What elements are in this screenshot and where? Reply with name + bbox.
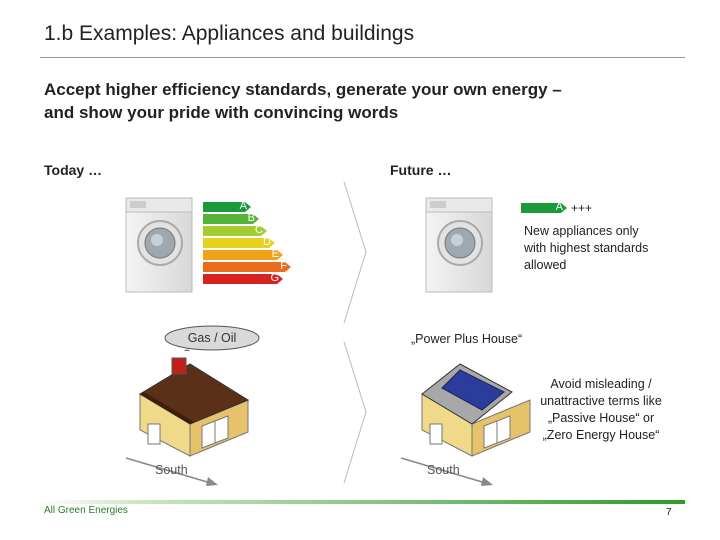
footer-divider (40, 500, 685, 504)
new-appliances-line-1: New appliances only (524, 224, 639, 238)
energy-plus-label: +++ (571, 201, 593, 215)
south-label-right: South (427, 463, 460, 477)
house-solar-roof-icon (421, 363, 531, 457)
avoid-line-1: Avoid misleading / (550, 377, 652, 391)
avoid-line-4: „Zero Energy House“ (542, 428, 660, 442)
subtitle-line-2: and show your pride with convincing word… (44, 103, 399, 122)
new-appliances-text: New appliances only with highest standar… (524, 223, 684, 274)
gas-oil-label: Gas / Oil (187, 331, 237, 345)
energy-bar-f: F (203, 262, 291, 272)
page-title: 1.b Examples: Appliances and buildings (44, 22, 415, 45)
south-arrow-left-icon (125, 457, 218, 486)
avoid-line-3: „Passive House“ or (547, 411, 655, 425)
separator-chevron-bottom (343, 341, 367, 484)
subtitle-line-1: Accept higher efficiency standards, gene… (44, 80, 562, 99)
south-label-left: South (155, 463, 188, 477)
separator-chevron-top (343, 181, 367, 324)
title-divider (40, 57, 685, 58)
energy-bar-future-a: A (521, 203, 567, 213)
energy-bar-b: B (203, 214, 259, 224)
washing-machine-icon (125, 197, 193, 293)
house-brown-roof-icon (139, 357, 250, 457)
smoke-cloud-icon (164, 325, 260, 351)
energy-label: A B C D E F G (203, 202, 293, 292)
power-plus-house-label: „Power Plus House“ (411, 332, 523, 346)
future-label: Future … (390, 162, 452, 178)
subtitle: Accept higher efficiency standards, gene… (44, 78, 562, 124)
south-arrow-right-icon (400, 457, 493, 486)
energy-bar-d: D (203, 238, 275, 248)
avoid-terms-text: Avoid misleading / unattractive terms li… (527, 376, 675, 444)
energy-bar-c: C (203, 226, 267, 236)
new-appliances-line-3: allowed (524, 258, 567, 272)
footer-brand: All Green Energies (44, 505, 128, 516)
energy-bar-e: E (203, 250, 283, 260)
energy-bar-g: G (203, 274, 283, 284)
washing-machine-future-icon (425, 197, 493, 293)
page-number: 7 (666, 507, 672, 518)
avoid-line-2: unattractive terms like (540, 394, 662, 408)
new-appliances-line-2: with highest standards (524, 241, 649, 255)
energy-bar-a: A (203, 202, 251, 212)
today-label: Today … (44, 162, 103, 178)
